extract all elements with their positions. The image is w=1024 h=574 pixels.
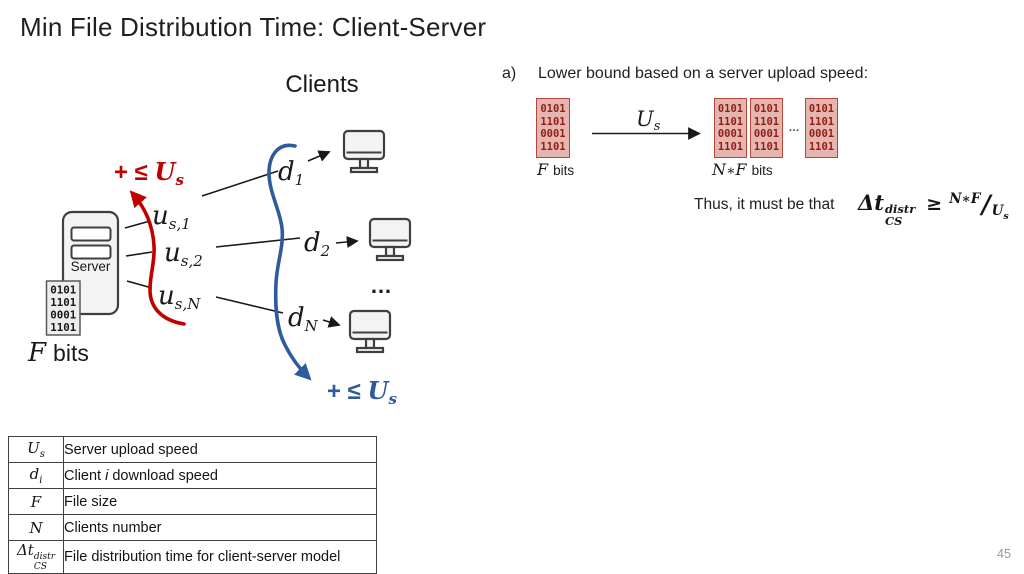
download-label-d2: d2 [304, 228, 330, 260]
upload-sum-constraint: + ≤ Us [114, 157, 184, 189]
server-label: Server [71, 259, 111, 274]
source-file-box: 0101 1101 0001 1101 [536, 98, 570, 158]
file-bits-box: 0101 1101 0001 1101 [45, 280, 81, 336]
client-monitor-icon [348, 309, 392, 354]
client-monitor-icon [342, 129, 386, 174]
download-label-d1: d1 [278, 157, 304, 189]
symbol-legend-table: Us Server upload speed di Client i downl… [8, 436, 377, 574]
upload-sum-curve [129, 190, 186, 326]
table-row: F File size [8, 488, 377, 515]
download-sum-constraint: + ≤ Us [327, 376, 397, 408]
clients-heading: Clients [285, 71, 358, 98]
file-bits-line: 1101 [50, 296, 76, 309]
panel-a-heading-text: Lower bound based on a server upload spe… [538, 65, 869, 82]
download-sum-curve [267, 143, 312, 381]
slide-title: Min File Distribution Time: Client-Serve… [20, 12, 487, 42]
download-label-dN: dN [288, 303, 319, 335]
file-bits-line: 0001 [50, 309, 76, 322]
upload-arrow: Us [592, 107, 701, 140]
clients-ellipsis: … [370, 273, 392, 298]
server-client-links [124, 170, 301, 314]
list-marker: a) [502, 65, 517, 82]
upload-label-us2: us,2 [164, 238, 203, 270]
arrow-d1-client [307, 150, 331, 162]
arrow-dN-client [322, 316, 341, 328]
panel-a-heading: a) Lower bound based on a server upload … [502, 65, 868, 83]
upload-label-usN: us,N [158, 281, 201, 313]
file-bits-line: 1101 [50, 321, 76, 334]
copies-ellipsis: … [788, 122, 800, 134]
table-row: di Client i download speed [8, 462, 377, 489]
page-number: 45 [997, 547, 1011, 561]
client-monitor-icon [368, 217, 412, 262]
file-bits-line: 0101 [50, 284, 76, 297]
table-row: Us Server upload speed [8, 436, 377, 463]
upload-speed-label: Us [636, 107, 661, 134]
upload-label-us1: us,1 [152, 201, 191, 233]
table-row: N Clients number [8, 514, 377, 541]
conclusion-text: Thus, it must be that [694, 196, 835, 213]
arrow-d2-client [335, 235, 359, 248]
